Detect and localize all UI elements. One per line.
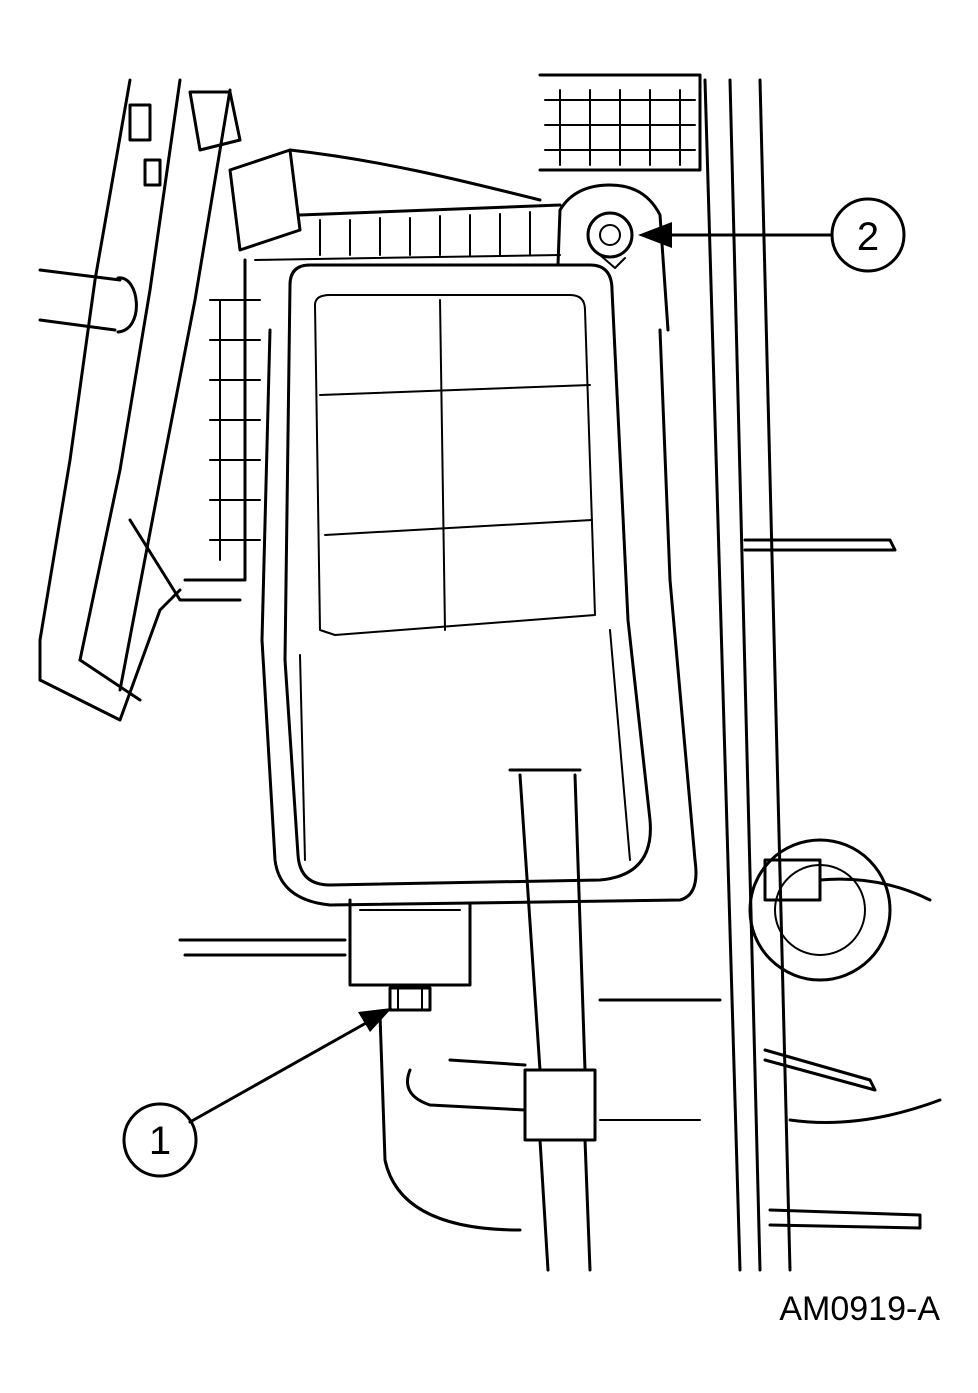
callout-2: 2 bbox=[638, 197, 906, 273]
side-grille bbox=[183, 258, 261, 582]
lower-mounting-tab bbox=[348, 898, 472, 1012]
outlet-hose bbox=[406, 768, 597, 1272]
callout-1: 1 bbox=[122, 1008, 392, 1178]
lower-housing bbox=[178, 938, 722, 1232]
right-frame bbox=[703, 78, 942, 1272]
callout-2-label: 2 bbox=[857, 215, 879, 259]
figure-id: AM0919-A bbox=[779, 1290, 940, 1328]
reservoir-housing bbox=[260, 263, 698, 907]
left-support-bracket bbox=[38, 78, 302, 722]
upper-grille bbox=[254, 73, 702, 261]
callout-1-label: 1 bbox=[149, 1119, 171, 1163]
upper-mounting-tab bbox=[556, 183, 670, 332]
